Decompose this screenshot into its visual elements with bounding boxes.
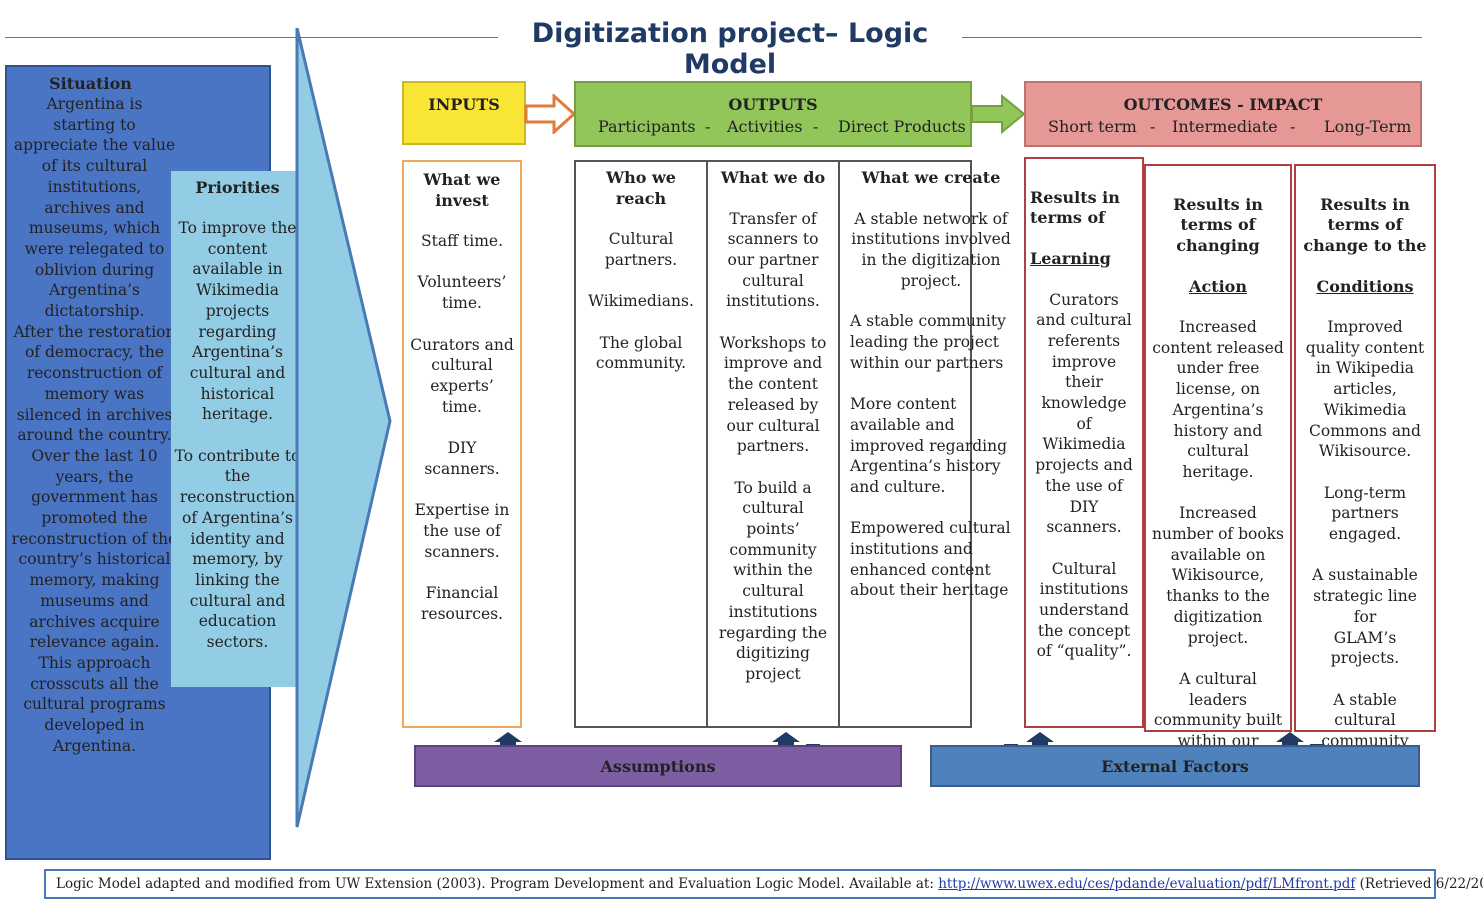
outcomes-sub-short: Short term — [1048, 117, 1137, 136]
conditions-text: Improved quality content in Wikipedia ar… — [1305, 318, 1425, 771]
invest-heading: What we invest — [423, 170, 501, 210]
arrow-right-icon-2 — [971, 94, 1026, 134]
action-heading-text: Results in terms of changing — [1173, 194, 1263, 255]
inputs-label: INPUTS — [428, 95, 500, 114]
external-factors-label: External Factors — [1101, 757, 1249, 776]
create-text-2: A stable community leading the project w… — [850, 312, 1011, 600]
title-rule-left — [5, 37, 498, 38]
create-text-1: A stable network of institutions involve… — [851, 209, 1011, 290]
external-factors-bar: External Factors — [930, 745, 1420, 787]
outputs-sub-products: Direct Products — [838, 117, 966, 136]
arrow-right-icon — [524, 94, 576, 134]
do-heading: What we do — [720, 168, 826, 187]
page-title: Digitization project– Logic Model — [531, 18, 929, 80]
reach-heading: Who we reach — [606, 168, 676, 208]
column-conditions: Results in terms of change to the Condit… — [1294, 164, 1436, 771]
conditions-heading-underline: Conditions — [1316, 276, 1414, 296]
reach-text: Cultural partners. Wikimedians. The glob… — [588, 230, 694, 373]
outputs-header: OUTPUTS Participants - Activities - Dire… — [574, 81, 972, 147]
outputs-label: OUTPUTS — [728, 95, 818, 114]
inputs-header: INPUTS — [402, 81, 526, 145]
column-reach: Who we reach Cultural partners. Wikimedi… — [576, 160, 706, 382]
column-learning: Results in terms of Learning Curators an… — [1024, 157, 1144, 728]
outputs-sub-sep1: - — [705, 117, 711, 136]
conditions-heading-text: Results in terms of change to the — [1303, 194, 1427, 255]
situation-heading: Situation — [49, 74, 132, 93]
learning-heading-underline: Learning — [1030, 249, 1111, 268]
action-heading: Results in terms of changing Action — [1150, 174, 1286, 297]
invest-text: Staff time. Volunteers’ time. Curators a… — [410, 232, 514, 623]
situation-text: Argentina is starting to appreciate the … — [11, 95, 178, 755]
priorities-box: Priorities To improve the content availa… — [171, 171, 304, 687]
footer-retrieved: (Retrieved 6/22/2013) — [1359, 876, 1483, 892]
priorities-heading: Priorities — [195, 178, 280, 197]
assumptions-label: Assumptions — [600, 757, 716, 776]
priorities-arrow-icon — [295, 28, 392, 828]
outcomes-sub-sep2: - — [1290, 117, 1296, 136]
title-rule-right — [962, 37, 1422, 38]
priorities-text: To improve the content available in Wiki… — [174, 219, 301, 652]
outcomes-sub-long: Long-Term — [1324, 117, 1412, 136]
outcomes-sub-intermediate: Intermediate — [1172, 117, 1278, 136]
action-heading-underline: Action — [1189, 276, 1247, 296]
do-text: Transfer of scanners to our partner cult… — [718, 209, 828, 683]
column-action: Results in terms of changing Action Incr… — [1144, 164, 1292, 771]
footer-link[interactable]: http://www.uwex.edu/ces/pdande/evaluatio… — [938, 876, 1356, 892]
outputs-sub-activities: Activities — [727, 117, 803, 136]
assumptions-bar: Assumptions — [414, 745, 902, 787]
outputs-divider-2 — [838, 160, 840, 728]
learning-heading-text: Results in terms of — [1030, 187, 1120, 228]
outcomes-label: OUTCOMES - IMPACT — [1123, 95, 1323, 114]
outputs-sub-participants: Participants — [598, 117, 696, 136]
outputs-columns — [574, 160, 972, 728]
column-do: What we do Transfer of scanners to our p… — [708, 160, 838, 693]
outcomes-header: OUTCOMES - IMPACT Short term - Intermedi… — [1024, 81, 1422, 147]
outputs-divider-1 — [706, 160, 708, 728]
outcomes-sub-sep1: - — [1150, 117, 1156, 136]
learning-text: Curators and cultural referents improve … — [1035, 290, 1133, 661]
create-heading: What we create — [861, 168, 1001, 187]
footer-text: Logic Model adapted and modified from UW… — [56, 876, 939, 892]
footer-box: Logic Model adapted and modified from UW… — [44, 869, 1483, 899]
column-invest: What we invest Staff time. Volunteers’ t… — [402, 160, 522, 728]
conditions-heading: Results in terms of change to the Condit… — [1300, 174, 1430, 297]
outputs-sub-sep2: - — [813, 117, 819, 136]
learning-heading: Results in terms of Learning — [1030, 167, 1138, 270]
action-text: Increased content released under free li… — [1151, 318, 1285, 771]
column-create: What we create A stable network of insti… — [840, 160, 1022, 609]
